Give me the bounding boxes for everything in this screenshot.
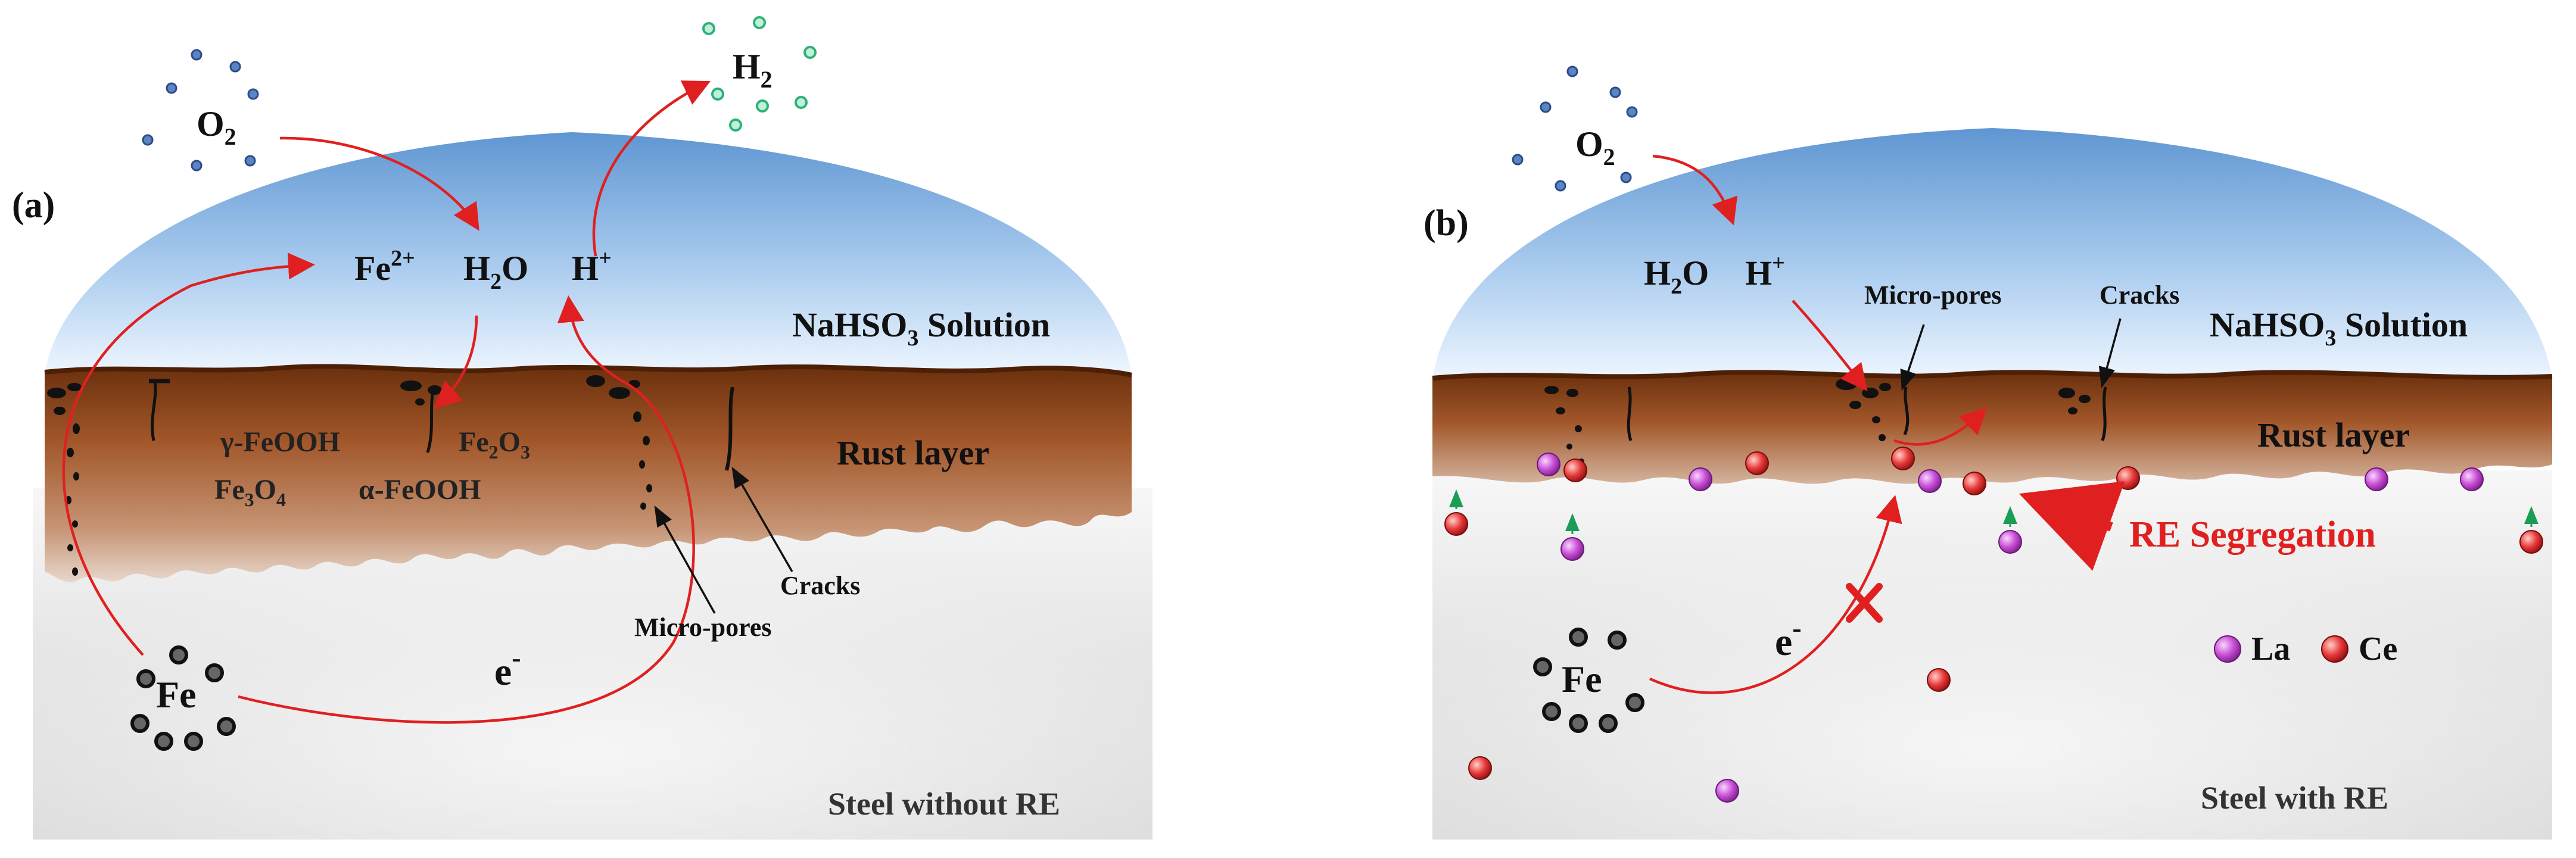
crack-lines xyxy=(1627,386,2107,441)
solution-dome xyxy=(1432,128,2552,380)
cracks-pointer xyxy=(731,466,793,572)
o2-label: O2 xyxy=(1575,124,1615,170)
fe-label: Fe xyxy=(156,673,197,716)
h2-label: H2 xyxy=(733,47,773,93)
h2-molecules xyxy=(702,16,817,132)
legend-ce-label: Ce xyxy=(2359,631,2397,667)
arrow-hplus-to-h2 xyxy=(592,80,711,257)
product-fe2o3: Fe2O3 xyxy=(459,426,530,463)
legend-la-swatch xyxy=(2214,635,2241,663)
micropores-label: Micro-pores xyxy=(634,613,772,642)
arrow-h2o-to-pores xyxy=(1792,299,1868,392)
arrow-fe-to-fe2 xyxy=(62,252,315,656)
solution-dome xyxy=(45,132,1132,374)
crack-lines xyxy=(149,379,734,471)
steel-label: Steel with RE xyxy=(2201,780,2388,816)
rust-layer xyxy=(45,366,1132,582)
h2o-label: H2O xyxy=(463,249,528,294)
fe2-label: Fe2+ xyxy=(354,246,415,288)
product-gamma-feooh: γ-FeOOH xyxy=(220,426,340,458)
arrow-h2o-to-rust xyxy=(434,315,478,408)
panel-a: (a) O2 H2 Fe2+ H2O H+ NaHSO3 Solution Ru… xyxy=(12,16,1152,840)
rust-layer-label: Rust layer xyxy=(837,433,989,472)
reaction-arrows xyxy=(62,80,711,724)
micropores-pointer xyxy=(1900,324,1925,391)
product-alpha-feooh: α-FeOOH xyxy=(359,474,481,506)
blocked-cross-mark xyxy=(1846,583,1883,623)
cracks-pointer xyxy=(2098,318,2122,388)
steel-highlight xyxy=(1432,470,2552,840)
hplus-label: H+ xyxy=(1745,251,1785,292)
o2-molecules xyxy=(142,49,259,171)
legend-la-label: La xyxy=(2251,631,2290,667)
panel-label: (b) xyxy=(1424,203,1469,244)
arrow-electron-blocked xyxy=(1649,495,1902,694)
legend: La Ce xyxy=(2214,631,2397,667)
rust-layer-label: Rust layer xyxy=(2257,416,2410,454)
fe-atoms xyxy=(1533,628,1644,733)
cracks-label: Cracks xyxy=(780,571,860,600)
pointer-arrows xyxy=(1900,318,2122,391)
electron-label: e- xyxy=(494,642,521,694)
up-migration-arrows xyxy=(1449,489,2538,534)
legend-ce-swatch xyxy=(2321,635,2348,663)
re-segregation-label: RE Segregation xyxy=(2129,514,2376,555)
arrow-o2-to-h2o xyxy=(279,136,479,231)
fe-label: Fe xyxy=(1562,658,1602,700)
fe-atoms xyxy=(130,645,236,751)
pointer-arrows xyxy=(654,466,793,614)
o2-label: O2 xyxy=(197,104,236,150)
la-atoms xyxy=(1537,453,2484,803)
arrow-o2-to-h2o xyxy=(1652,154,1737,226)
rust-layer xyxy=(1432,372,2552,484)
steel-label: Steel without RE xyxy=(828,786,1060,822)
micropores-label: Micro-pores xyxy=(1864,280,2002,310)
electron-label: e- xyxy=(1775,613,1802,664)
cracks-label: Cracks xyxy=(2100,280,2179,310)
reaction-arrows xyxy=(1649,154,1988,694)
rust-top-edge xyxy=(1432,370,2553,380)
product-fe3o4: Fe3O4 xyxy=(214,474,286,510)
re-segregation-arrow xyxy=(2019,481,2125,571)
solution-label: NaHSO3 Solution xyxy=(792,305,1050,351)
o2-molecules xyxy=(1512,65,1638,192)
solution-label: NaHSO3 Solution xyxy=(2210,305,2468,351)
arrow-pores-out xyxy=(1893,407,1988,446)
panel-label: (a) xyxy=(12,185,55,226)
hplus-label: H+ xyxy=(572,246,612,288)
arrow-electron-path xyxy=(238,295,695,724)
micropores-pointer xyxy=(654,505,716,614)
panel-b: (b) O2 H2O H+ Micro-pores Cracks NaHSO3 … xyxy=(1424,65,2553,840)
ce-atoms xyxy=(1444,447,2543,780)
rust-top-edge xyxy=(44,364,1132,377)
h2o-label: H2O xyxy=(1644,254,1709,299)
